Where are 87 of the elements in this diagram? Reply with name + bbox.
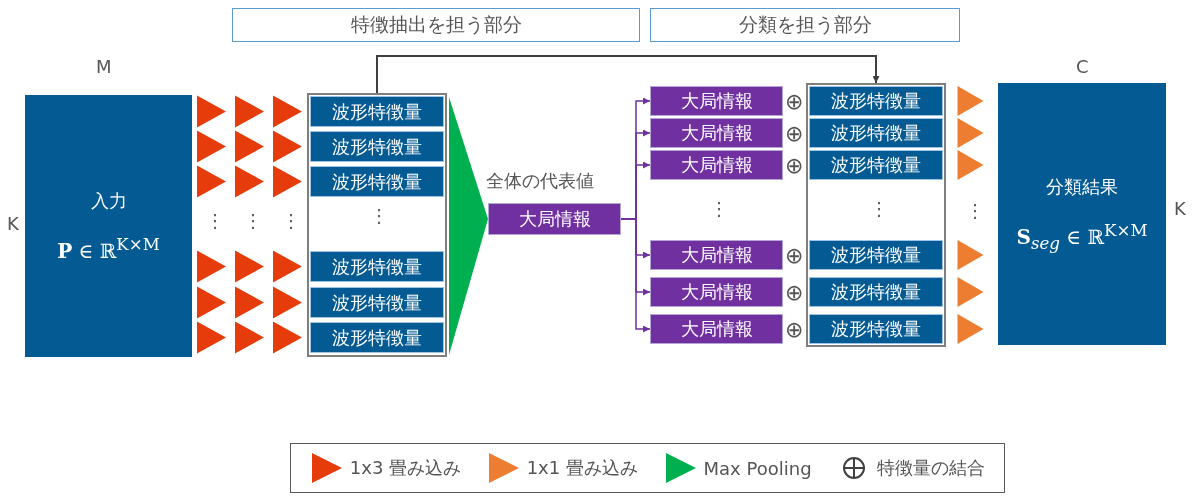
global-feature-box — [488, 203, 621, 235]
feature-box — [809, 277, 943, 307]
ellipsis: ⋮ — [710, 200, 728, 218]
legend-text: 特徴量の結合 — [877, 456, 986, 480]
ellipsis: ⋮ — [966, 202, 984, 220]
dimension-label: C — [1076, 58, 1089, 76]
box-label: 分類結果 — [1046, 175, 1118, 200]
box-label: 波形特徴量 — [831, 243, 921, 267]
feature-box — [310, 131, 444, 162]
math-formula: S$_{seg}$ ∈ ℝ$^{K×M}$ — [1016, 221, 1148, 253]
convolution-triangle — [957, 240, 984, 270]
dimension-label: M — [96, 58, 112, 76]
feature-box — [310, 96, 444, 127]
global-feature-box — [650, 314, 783, 344]
output-matrix-box — [998, 83, 1166, 345]
box-label: 波形特徴量 — [332, 254, 422, 279]
box-label: 分類を担う部分 — [738, 12, 872, 37]
feature-box — [310, 251, 444, 282]
feature-box — [310, 322, 444, 353]
section-header — [650, 8, 960, 42]
box-label: 波形特徴量 — [831, 280, 921, 304]
box-label: 大局情報 — [518, 207, 591, 231]
feature-box — [809, 118, 943, 148]
concat-symbol: ⊕ — [785, 155, 804, 177]
dimension-label: K — [1174, 200, 1186, 218]
box-label: 波形特徴量 — [831, 121, 921, 145]
box-label: 波形特徴量 — [831, 317, 921, 341]
box-label: 波形特徴量 — [332, 99, 422, 124]
box-label: 波形特徴量 — [831, 153, 921, 177]
input-matrix-box — [25, 95, 192, 357]
convolution-triangles — [197, 286, 302, 319]
box-label: 波形特徴量 — [831, 89, 921, 113]
feature-box — [809, 150, 943, 180]
concat-symbol: ⊕ — [785, 319, 804, 341]
pooling-triangle — [449, 97, 488, 355]
legend-text: Max Pooling — [703, 457, 812, 479]
convolution-triangle — [957, 277, 984, 307]
box-label: 大局情報 — [680, 280, 753, 304]
box-label: 波形特徴量 — [332, 134, 422, 159]
global-feature-box — [650, 118, 783, 148]
feature-box — [809, 86, 943, 116]
convolution-triangles — [197, 321, 302, 354]
concat-symbol: ⊕ — [785, 245, 804, 267]
convolution-triangles — [197, 95, 302, 128]
global-feature-box — [650, 86, 783, 116]
convolution-triangles — [197, 130, 302, 163]
ellipsis: ⋮ — [870, 200, 888, 218]
box-label: 特徴抽出を担う部分 — [350, 12, 522, 37]
dimension-label: K — [7, 215, 19, 233]
ellipsis: ⋮ — [282, 212, 300, 230]
feature-box — [310, 287, 444, 318]
global-feature-box — [650, 277, 783, 307]
skip-connection-arrow — [376, 55, 880, 94]
box-label: 波形特徴量 — [332, 169, 422, 194]
concat-symbol: ⊕ — [785, 123, 804, 145]
section-header — [232, 8, 640, 42]
box-label: 波形特徴量 — [332, 290, 422, 315]
box-label: 大局情報 — [680, 243, 753, 267]
concat-symbol: ⊕ — [785, 282, 804, 304]
legend-text: 1x1 畳み込み — [526, 456, 638, 480]
ellipsis: ⋮ — [244, 212, 262, 230]
convolution-triangle — [957, 150, 984, 180]
box-label: 大局情報 — [680, 89, 753, 113]
convolution-triangles — [197, 250, 302, 283]
legend-text: 1x3 畳み込み — [349, 456, 462, 480]
arrow — [620, 218, 651, 333]
convolution-triangles — [197, 165, 302, 198]
convolution-triangle — [957, 314, 984, 344]
convolution-triangle — [957, 86, 984, 116]
ellipsis: ⋮ — [370, 207, 388, 225]
feature-box — [809, 314, 943, 344]
feature-box — [310, 166, 444, 197]
ellipsis: ⋮ — [206, 212, 224, 230]
feature-box — [809, 240, 943, 270]
math-formula: P ∈ ℝ$^{K×M}$ — [57, 235, 160, 263]
box-label: 大局情報 — [680, 153, 753, 177]
global-feature-box — [650, 240, 783, 270]
node-label: 全体の代表値 — [486, 169, 594, 193]
global-feature-box — [650, 150, 783, 180]
feature-group-frame — [806, 83, 946, 347]
feature-group-frame — [307, 93, 447, 357]
box-label: 大局情報 — [680, 317, 753, 341]
box-label: 波形特徴量 — [332, 325, 422, 350]
box-label: 入力 — [90, 189, 127, 214]
convolution-triangle — [957, 118, 984, 148]
concat-symbol: ⊕ — [785, 91, 804, 113]
box-label: 大局情報 — [680, 121, 753, 145]
